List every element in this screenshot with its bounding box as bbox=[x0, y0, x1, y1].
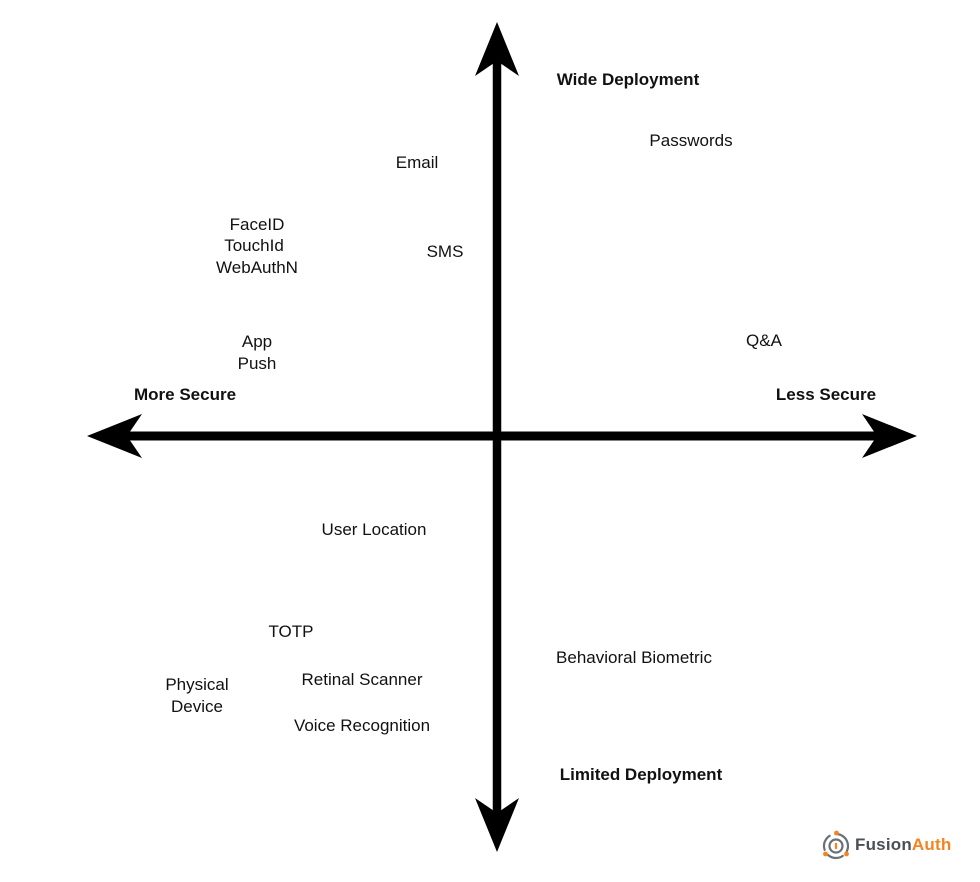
logo-text-fusion: Fusion bbox=[855, 835, 912, 854]
axis-label-limited-deployment: Limited Deployment bbox=[559, 765, 723, 784]
item-totp: TOTP bbox=[268, 622, 314, 641]
horizontal-axis bbox=[87, 414, 917, 458]
item-qa: Q&A bbox=[746, 331, 782, 350]
fusionauth-logo: FusionAuth bbox=[820, 829, 951, 861]
arrow-up-icon bbox=[475, 22, 519, 76]
axis-label-wide-deployment: Wide Deployment bbox=[556, 70, 700, 89]
item-faceid: FaceID bbox=[229, 215, 285, 234]
item-touchid: TouchId bbox=[224, 236, 284, 255]
item-physical-device: Physical Device bbox=[165, 675, 229, 716]
fusionauth-orbit-icon bbox=[822, 830, 850, 860]
arrow-down-icon bbox=[475, 798, 519, 852]
item-sms: SMS bbox=[426, 242, 464, 261]
item-behavioral-biometric: Behavioral Biometric bbox=[556, 648, 712, 667]
item-voice-recognition: Voice Recognition bbox=[293, 716, 431, 735]
item-app-push: App Push bbox=[237, 332, 277, 373]
arrow-right-icon bbox=[862, 414, 917, 458]
item-email: Email bbox=[395, 153, 439, 172]
logo-text-auth: Auth bbox=[911, 835, 952, 854]
logo-wordmark: FusionAuth bbox=[855, 835, 951, 855]
axis-label-more-secure: More Secure bbox=[133, 385, 237, 404]
item-passwords: Passwords bbox=[649, 131, 733, 150]
axis-label-less-secure: Less Secure bbox=[775, 385, 877, 404]
item-webauthn: WebAuthN bbox=[216, 258, 298, 277]
arrow-left-icon bbox=[87, 414, 142, 458]
item-user-location: User Location bbox=[321, 520, 427, 539]
item-retinal-scanner: Retinal Scanner bbox=[301, 670, 423, 689]
